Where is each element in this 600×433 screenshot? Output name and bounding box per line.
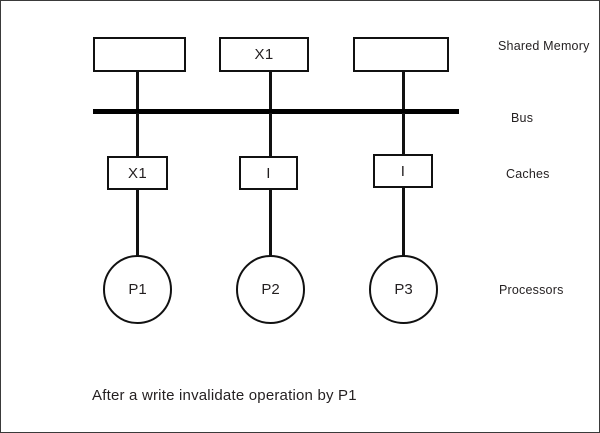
bus-line (93, 109, 459, 114)
memory-block-2: X1 (219, 37, 309, 72)
cache-p2-label: I (266, 164, 271, 182)
processor-p3-label: P3 (394, 281, 413, 298)
connector-memory-bus-3 (402, 72, 405, 110)
connector-cache-processor-2 (269, 190, 272, 259)
processor-p3: P3 (369, 255, 438, 324)
processor-p1: P1 (103, 255, 172, 324)
cache-p1-label: X1 (128, 164, 147, 182)
connector-memory-bus-1 (136, 72, 139, 110)
cache-p3-label: I (400, 162, 406, 180)
cache-p3: I (373, 154, 433, 188)
memory-block-2-label: X1 (254, 46, 274, 63)
connector-cache-processor-1 (136, 190, 139, 259)
side-label-caches: Caches (506, 167, 550, 181)
processor-p2-label: P2 (261, 281, 280, 298)
side-label-bus: Bus (511, 111, 534, 125)
side-label-shared-memory: Shared Memory (498, 39, 590, 53)
processor-p1-label: P1 (128, 281, 147, 298)
connector-bus-cache-2 (269, 113, 272, 157)
cache-p2: I (239, 156, 298, 190)
memory-block-3 (353, 37, 449, 72)
connector-cache-processor-3 (402, 188, 405, 259)
processor-p2: P2 (236, 255, 305, 324)
memory-block-1 (93, 37, 186, 72)
connector-bus-cache-3 (402, 113, 405, 157)
connector-memory-bus-2 (269, 72, 272, 110)
side-label-processors: Processors (499, 283, 564, 297)
cache-p1: X1 (107, 156, 168, 190)
diagram-caption: After a write invalidate operation by P1 (92, 387, 357, 404)
connector-bus-cache-1 (136, 113, 139, 157)
